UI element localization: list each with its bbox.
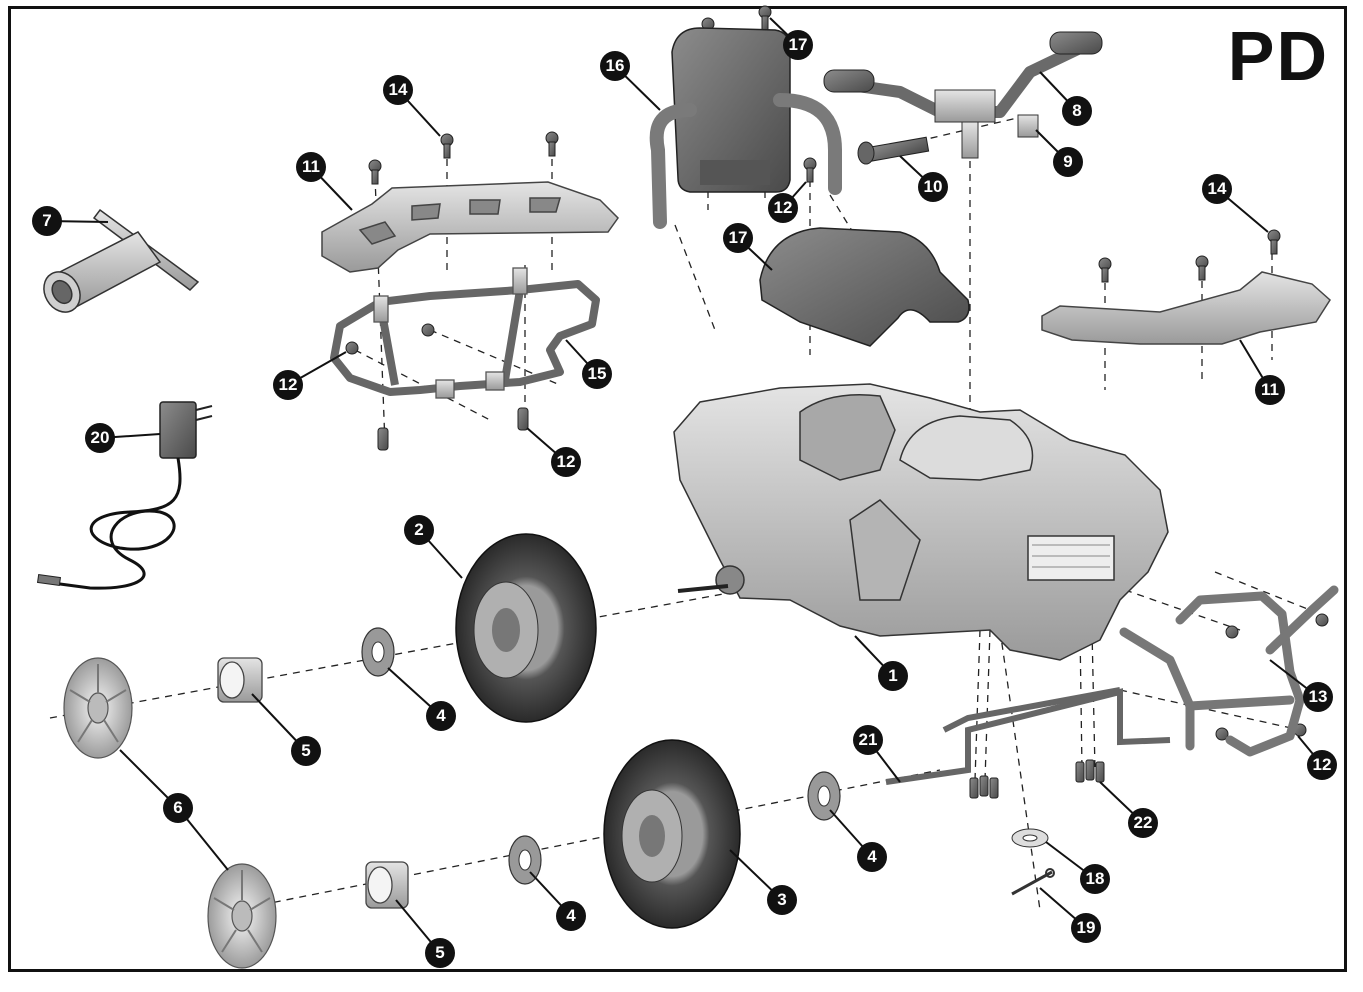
tire-upper	[455, 533, 597, 723]
axle-bracket	[885, 687, 1171, 785]
callout-4: 4	[556, 901, 586, 931]
rear-rack	[321, 181, 619, 273]
model-label: PD	[1227, 17, 1329, 95]
callout-1: 1	[878, 661, 908, 691]
front-footrest	[1041, 271, 1331, 345]
callout-12: 12	[273, 370, 303, 400]
callout-12: 12	[551, 447, 581, 477]
callout-17: 17	[783, 30, 813, 60]
callout-21: 21	[853, 725, 883, 755]
callout-11: 11	[296, 152, 326, 182]
callout-16: 16	[600, 51, 630, 81]
callout-15: 15	[582, 359, 612, 389]
callout-22: 22	[1128, 808, 1158, 838]
front-bumper	[1119, 585, 1339, 757]
callout-3: 3	[767, 885, 797, 915]
callout-5: 5	[425, 938, 455, 968]
charger	[36, 401, 213, 590]
callout-14: 14	[1202, 174, 1232, 204]
callout-11: 11	[1255, 375, 1285, 405]
steering-bolt	[857, 136, 930, 165]
callout-18: 18	[1080, 864, 1110, 894]
callout-13: 13	[1303, 682, 1333, 712]
callout-17: 17	[723, 223, 753, 253]
callout-10: 10	[918, 172, 948, 202]
callout-7: 7	[32, 206, 62, 236]
callout-14: 14	[383, 75, 413, 105]
tire-lower	[603, 739, 741, 929]
atv-body	[673, 383, 1169, 661]
callout-12: 12	[1307, 750, 1337, 780]
seat-cushion	[759, 227, 970, 347]
wrench-tool	[43, 208, 200, 313]
callout-5: 5	[291, 736, 321, 766]
cotter-pin	[1011, 868, 1055, 896]
callout-2: 2	[404, 515, 434, 545]
callout-4: 4	[857, 842, 887, 872]
callout-20: 20	[85, 423, 115, 453]
callout-9: 9	[1053, 147, 1083, 177]
callout-8: 8	[1062, 96, 1092, 126]
handlebar	[823, 31, 1103, 159]
washer-small	[1011, 828, 1049, 848]
callout-4: 4	[426, 701, 456, 731]
steering-nut	[1017, 114, 1039, 138]
callout-19: 19	[1071, 913, 1101, 943]
callout-12: 12	[768, 193, 798, 223]
rear-bumper	[330, 280, 600, 396]
callout-6: 6	[163, 793, 193, 823]
seat-backrest	[649, 27, 842, 229]
washers	[361, 627, 841, 885]
axle-nuts	[217, 657, 409, 909]
